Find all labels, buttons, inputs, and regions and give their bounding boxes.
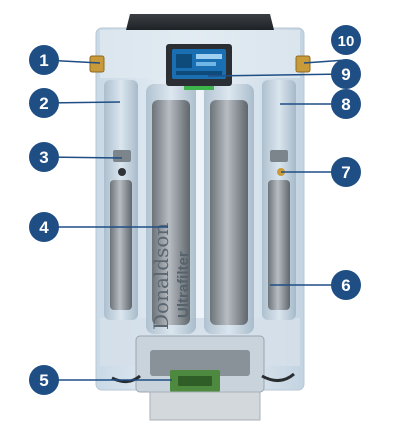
callout-5-label: 5 (39, 371, 48, 390)
callout-5: 5 (29, 365, 59, 395)
callout-6-label: 6 (341, 276, 350, 295)
callout-10-label: 10 (338, 33, 355, 50)
callout-10: 10 (331, 25, 361, 55)
right-desiccant-column (204, 84, 254, 334)
callout-lines (43, 59, 347, 381)
left-valve (113, 150, 131, 176)
left-desiccant-column (146, 84, 196, 334)
callout-6: 6 (331, 270, 361, 300)
control-display (166, 44, 232, 90)
status-bar (184, 86, 214, 90)
left-outer-column (104, 80, 138, 320)
callout-9: 9 (331, 59, 361, 89)
callout-1: 1 (29, 45, 59, 75)
callout-8: 8 (331, 89, 361, 119)
callout-2: 2 (29, 88, 59, 118)
outlet-fitting (295, 55, 311, 73)
callout-1-label: 1 (39, 51, 48, 70)
brand-lettering: Donaldson Ultrafilter (149, 223, 192, 330)
callout-3-label: 3 (39, 148, 48, 167)
callout-2-label: 2 (39, 94, 48, 113)
right-valve (270, 150, 288, 176)
brand-text: Donaldson (149, 223, 173, 330)
callout-8-label: 8 (341, 95, 350, 114)
base-stand (149, 391, 261, 421)
left-filter-element (110, 180, 132, 310)
right-filter-element (268, 180, 290, 310)
inlet-fitting (89, 55, 105, 73)
top-cover (126, 14, 274, 30)
callout-4: 4 (29, 212, 59, 242)
callout-4-label: 4 (39, 218, 49, 237)
bottom-manifold (111, 335, 295, 421)
callout-line-9 (207, 73, 347, 77)
right-outer-column (262, 80, 296, 320)
callout-9-label: 9 (341, 65, 350, 84)
callout-line-10 (303, 59, 347, 64)
callout-7-label: 7 (341, 163, 350, 182)
model-text: Ultrafilter (175, 251, 192, 318)
callout-3: 3 (29, 142, 59, 172)
callout-7: 7 (331, 157, 361, 187)
cable (111, 374, 141, 383)
